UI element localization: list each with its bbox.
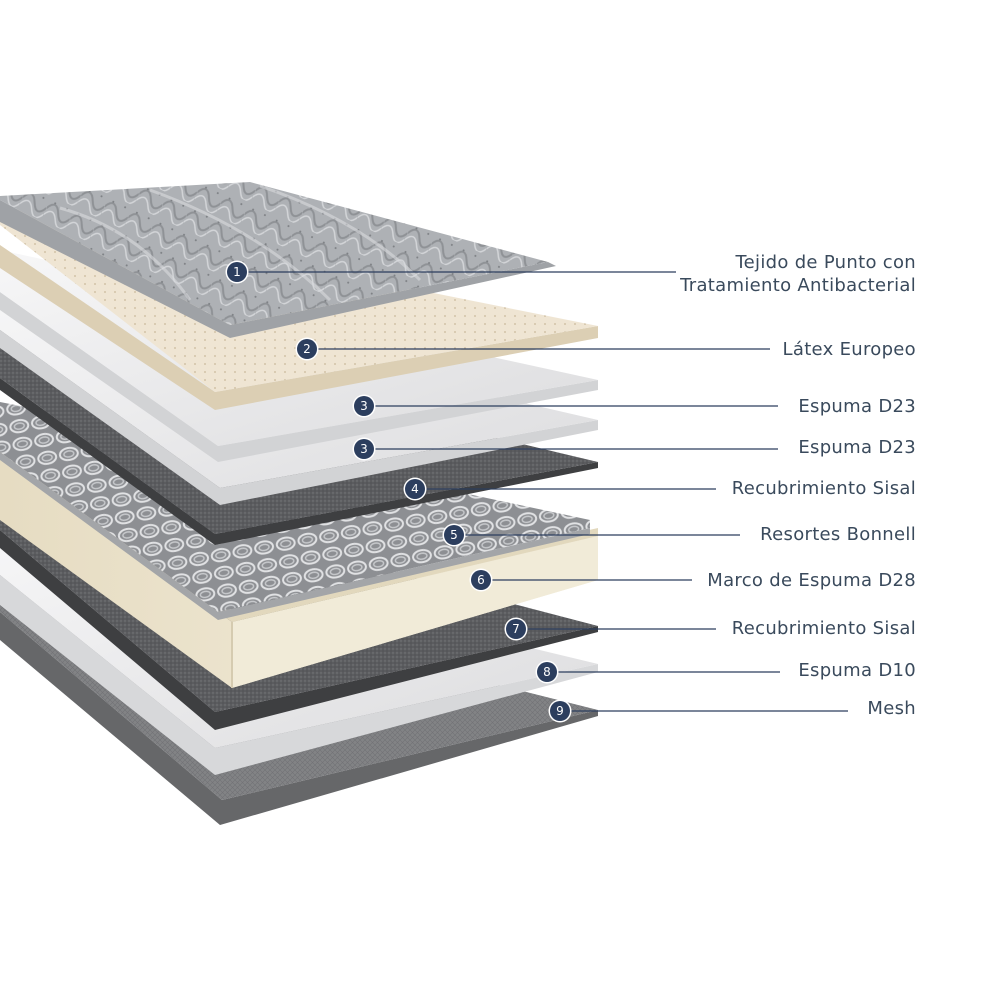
layer-label: Espuma D23 xyxy=(798,437,916,458)
layer-label: Recubrimiento Sisal xyxy=(732,618,916,639)
badge-number: 3 xyxy=(360,442,368,456)
layer-knit-fabric xyxy=(0,182,556,338)
badge-number: 8 xyxy=(543,665,551,679)
layer-label: Espuma D23 xyxy=(798,396,916,417)
badge-number: 7 xyxy=(512,622,520,636)
number-badge xyxy=(297,339,317,359)
callout-layer-4: 4 Recubrimiento Sisal xyxy=(403,477,916,501)
layer-label: Espuma D10 xyxy=(798,660,916,681)
badge-number: 6 xyxy=(477,573,485,587)
layer-label: Recubrimiento Sisal xyxy=(732,478,916,499)
number-badge xyxy=(550,701,570,721)
number-badge xyxy=(227,262,247,282)
callout-layer-3a: 3 Espuma D23 xyxy=(352,394,916,418)
number-badge xyxy=(444,525,464,545)
number-badge xyxy=(405,479,425,499)
number-badge xyxy=(354,396,374,416)
layer-label: Marco de Espuma D28 xyxy=(707,570,916,591)
badge-number: 5 xyxy=(450,528,458,542)
layer-label: Mesh xyxy=(867,698,916,719)
number-badge xyxy=(471,570,491,590)
badge-number: 9 xyxy=(556,704,564,718)
callout-layer-9: 9 Mesh xyxy=(548,698,916,723)
callout-layer-3b: 3 Espuma D23 xyxy=(352,437,916,461)
callout-layer-6: 6 Marco de Espuma D28 xyxy=(469,568,916,592)
callout-layer-8: 8 Espuma D10 xyxy=(535,660,916,684)
layer-label: Tratamiento Antibacterial xyxy=(679,275,916,296)
badge-number: 1 xyxy=(233,265,241,279)
badge-number: 3 xyxy=(360,399,368,413)
number-badge xyxy=(537,662,557,682)
callout-layer-7: 7 Recubrimiento Sisal xyxy=(504,617,916,641)
badge-number: 2 xyxy=(303,342,311,356)
layer-label: Tejido de Punto con xyxy=(734,252,916,273)
number-badge xyxy=(354,439,374,459)
badge-number: 4 xyxy=(411,482,419,496)
callout-layer-2: 2 Látex Europeo xyxy=(295,337,916,361)
layer-label: Látex Europeo xyxy=(783,339,916,360)
layer-label: Resortes Bonnell xyxy=(760,524,916,545)
callout-layer-5: 5 Resortes Bonnell xyxy=(442,523,916,547)
number-badge xyxy=(506,619,526,639)
